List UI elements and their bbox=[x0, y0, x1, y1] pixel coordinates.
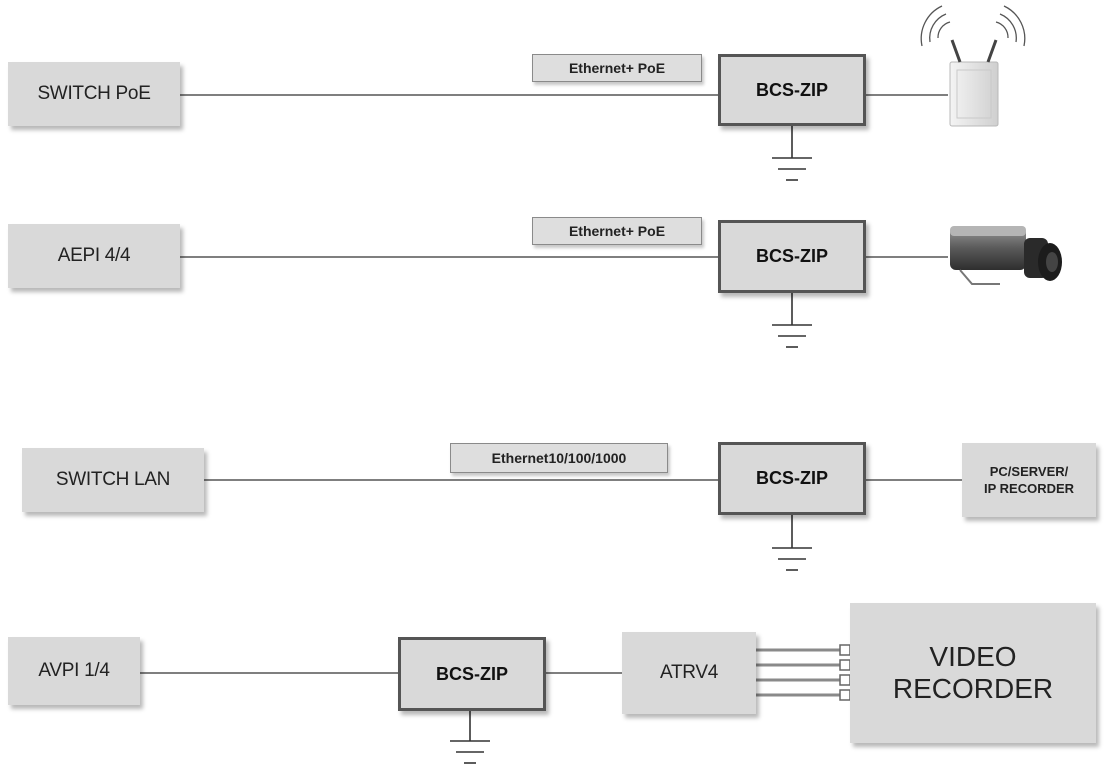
splitter-outputs bbox=[756, 644, 851, 701]
cable-label: Ethernet10/100/1000 bbox=[450, 443, 668, 473]
aepi-box: AEPI 4/4 bbox=[8, 224, 180, 288]
device-label-line1: PC/SERVER/ bbox=[989, 464, 1069, 479]
recorder-line2: RECORDER bbox=[892, 673, 1054, 704]
ground-symbol bbox=[450, 711, 490, 764]
switch-lan-box: SWITCH LAN bbox=[22, 448, 204, 512]
video-recorder-box: VIDEO RECORDER bbox=[850, 603, 1096, 743]
pc-server-recorder-box: PC/SERVER/ IP RECORDER bbox=[962, 443, 1096, 517]
wifi-access-point-icon bbox=[920, 5, 1026, 127]
bcs-zip-protector: BCS-ZIP bbox=[718, 54, 866, 126]
cable-label: Ethernet+ PoE bbox=[532, 54, 702, 82]
avpi-box: AVPI 1/4 bbox=[8, 637, 140, 705]
device-label-line2: IP RECORDER bbox=[983, 481, 1075, 496]
ground-symbol bbox=[772, 293, 812, 348]
ground-symbol bbox=[772, 126, 812, 181]
bcs-zip-protector: BCS-ZIP bbox=[398, 637, 546, 711]
ground-symbol bbox=[772, 515, 812, 571]
switch-poe-box: SWITCH PoE bbox=[8, 62, 180, 126]
cable-label: Ethernet+ PoE bbox=[532, 217, 702, 245]
bcs-zip-protector: BCS-ZIP bbox=[718, 220, 866, 293]
atrv4-box: ATRV4 bbox=[622, 632, 756, 714]
ip-camera-icon bbox=[950, 226, 1062, 285]
recorder-line1: VIDEO bbox=[929, 641, 1017, 672]
bcs-zip-protector: BCS-ZIP bbox=[718, 442, 866, 515]
